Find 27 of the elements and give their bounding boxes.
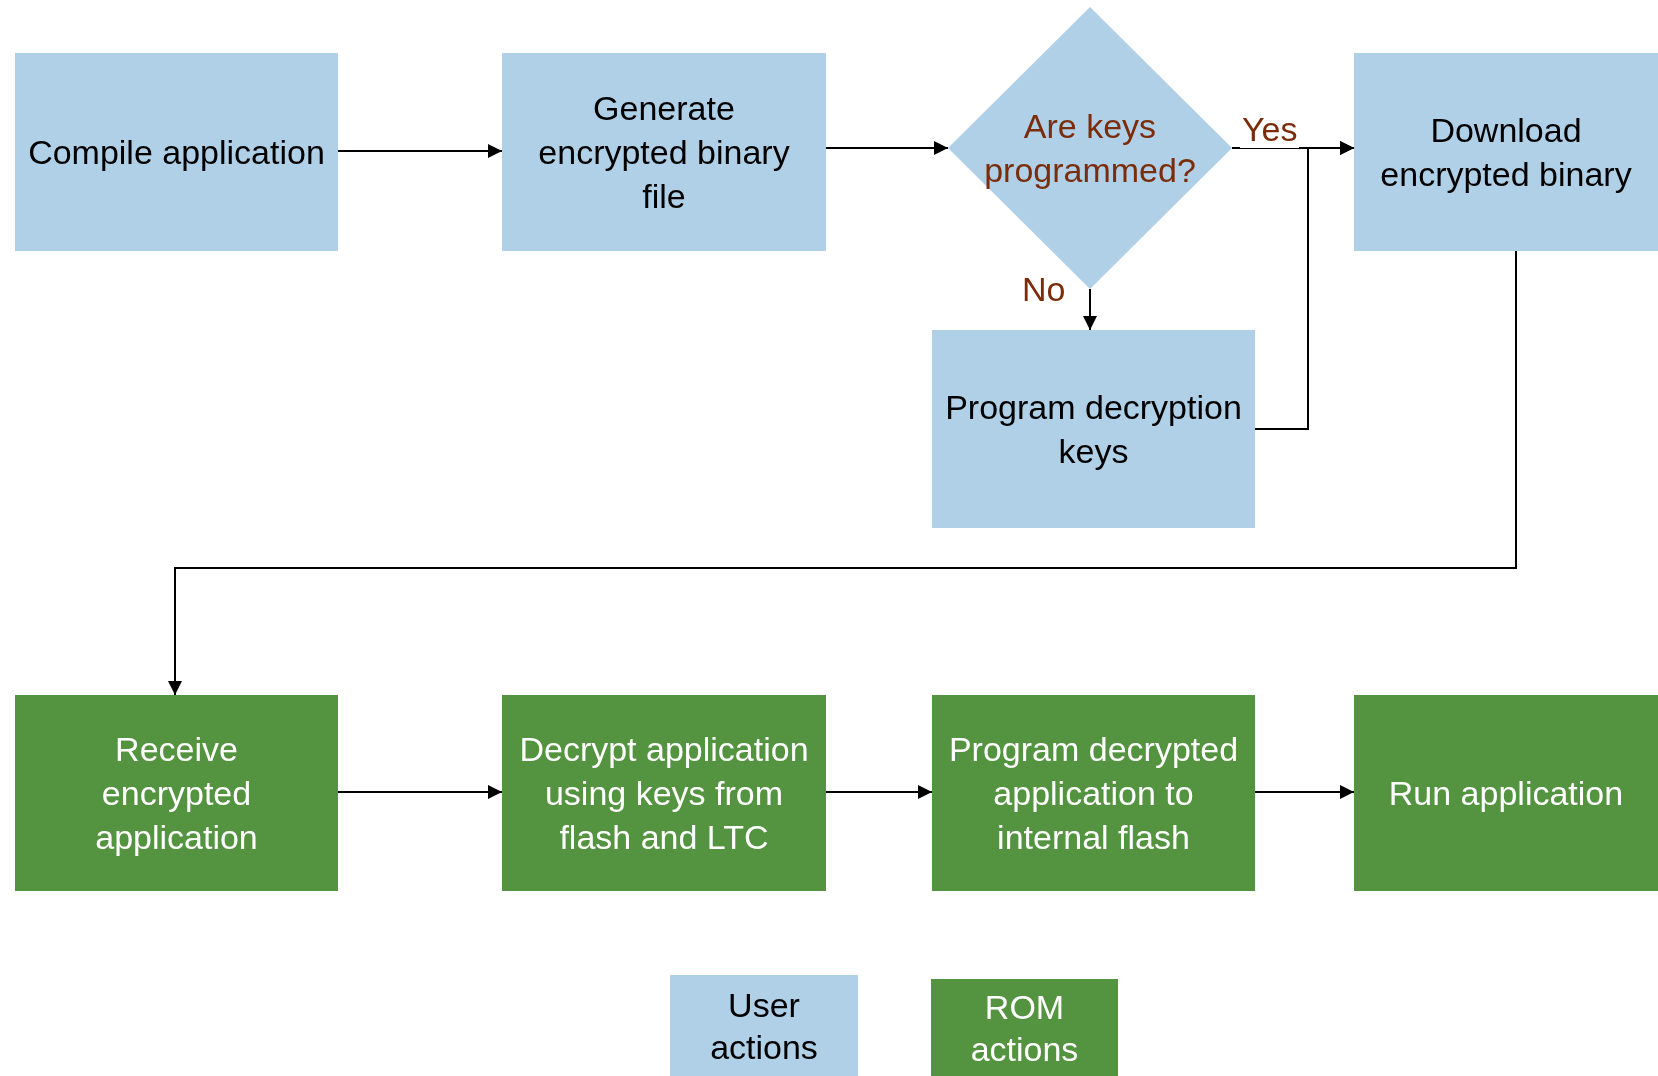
arrow [1083, 288, 1097, 331]
process-box [1354, 53, 1658, 251]
arrow [825, 141, 949, 155]
process-box [932, 330, 1255, 528]
process-box [502, 695, 826, 891]
process-box [15, 695, 338, 891]
legend-label: User actions [709, 984, 819, 1068]
arrow [1254, 141, 1355, 430]
arrow [825, 785, 933, 799]
node-label: Decrypt application using keys from flash and LTC [518, 729, 810, 858]
node-label: Generate encrypted binary file [537, 88, 791, 217]
process-box [1354, 695, 1658, 891]
arrow [337, 785, 503, 799]
node-label: Receive encrypted application [94, 729, 259, 858]
node-label: Program decrypted application to internal flash [947, 729, 1240, 858]
arrow [337, 144, 503, 158]
node-label: Program decryption keys [944, 387, 1243, 472]
legend-label: ROM actions [969, 986, 1080, 1070]
process-box [932, 695, 1255, 891]
process-box [15, 53, 338, 251]
node-label: Are keys programmed? [983, 106, 1197, 191]
node-label: Run application [1388, 773, 1624, 814]
node-label: Compile application [28, 132, 325, 173]
arrow [1254, 785, 1355, 799]
process-box [502, 53, 826, 251]
node-label: Download encrypted binary [1379, 110, 1633, 195]
arrow [168, 250, 1517, 696]
